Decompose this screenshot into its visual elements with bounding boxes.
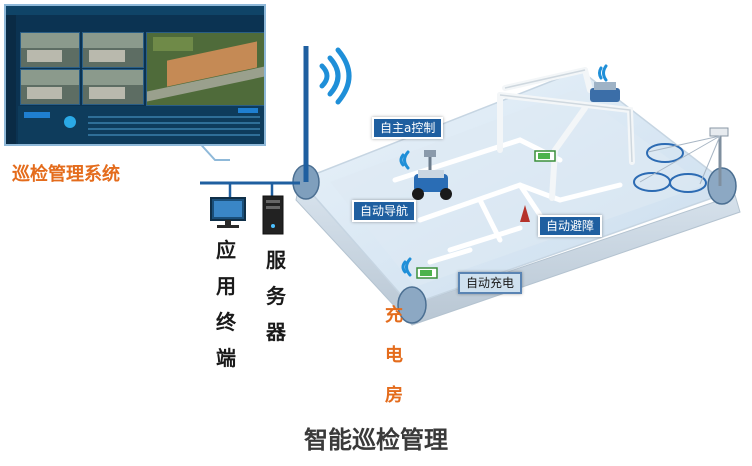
charging-room-label: 充电房 [385, 305, 403, 406]
server-label: 服务器 [266, 248, 286, 344]
monitor-icon [210, 197, 246, 228]
marker-circles [633, 143, 707, 193]
diagram-title: 智能巡检管理 [304, 426, 448, 454]
obstacle-cone-icon [520, 205, 530, 222]
rail-robot-icon [590, 82, 620, 102]
battery-icon [534, 150, 556, 162]
track-lines [392, 137, 623, 265]
server-icon [262, 195, 284, 235]
camera-feed-2 [82, 32, 144, 68]
system-screenshot [4, 4, 266, 146]
tag-auto-charging: 自动充电 [458, 272, 523, 294]
system-sidebar [6, 15, 16, 144]
tag-auto-avoidance: 自动避障 [538, 215, 603, 237]
robot-wifi-icon [399, 150, 410, 170]
system-title: 巡检管理系统 [12, 164, 120, 185]
camera-feed-1 [20, 32, 80, 68]
camera-feed-4 [82, 69, 144, 105]
patrol-robot-icon [412, 150, 452, 200]
wifi-signal-icon [319, 47, 352, 105]
camera-feed-3 [20, 69, 80, 105]
app-terminal-label: 应用终端 [216, 238, 236, 370]
tag-autonomous-control: 自主a控制 [372, 117, 444, 139]
charging-station-battery-icon [416, 267, 438, 279]
aerial-view [146, 32, 264, 106]
system-topbar [6, 6, 264, 15]
charging-wifi-icon [401, 257, 412, 277]
rail-robot-wifi-icon [598, 64, 608, 82]
tag-auto-navigation: 自动导航 [352, 200, 417, 222]
system-table [18, 106, 264, 144]
camera-icon [639, 127, 729, 186]
